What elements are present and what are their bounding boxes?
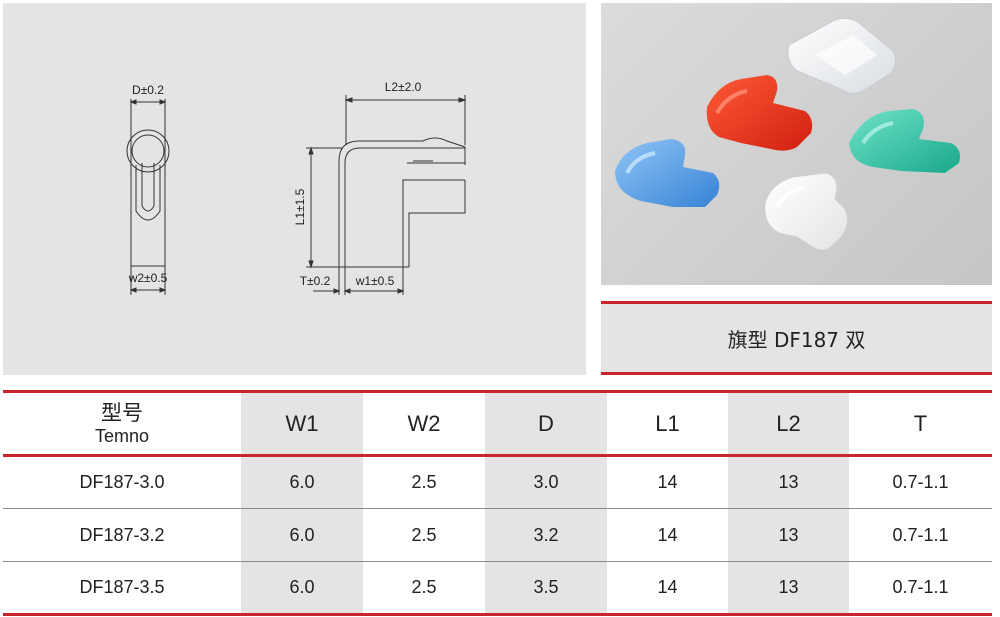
- cell-l2: 13: [728, 561, 849, 616]
- cell-w2: 2.5: [363, 455, 485, 509]
- cell-l2: 13: [728, 455, 849, 509]
- table-row: DF187-3.0 6.0 2.5 3.0 14 13 0.7-1.1: [3, 455, 992, 509]
- technical-drawing: D±0.2 w2±0.5: [3, 3, 586, 375]
- cell-w1: 6.0: [241, 455, 363, 509]
- header-w1: W1: [241, 391, 363, 457]
- header-l1: L1: [607, 391, 728, 457]
- cell-d: 3.0: [485, 455, 607, 509]
- dim-w2-label: w2±0.5: [128, 271, 168, 285]
- white-cover: [764, 172, 849, 251]
- dim-l1-label: L1±1.5: [293, 188, 307, 225]
- header-model: 型号 Temno: [3, 391, 241, 457]
- header-t: T: [849, 391, 992, 457]
- front-view: [126, 99, 170, 295]
- clear-cover: [787, 17, 897, 95]
- photo-svg: [615, 17, 960, 251]
- dim-t-label: T±0.2: [300, 274, 331, 288]
- header-w2: W2: [363, 391, 485, 457]
- cell-t: 0.7-1.1: [849, 561, 992, 616]
- product-photo: [601, 3, 992, 285]
- header-l2: L2: [728, 391, 849, 457]
- red-cover: [706, 75, 813, 151]
- header-model-en: Temno: [94, 425, 150, 446]
- cell-model: DF187-3.5: [3, 561, 241, 616]
- cell-l1: 14: [607, 508, 728, 562]
- cell-model: DF187-3.2: [3, 508, 241, 562]
- cell-l2: 13: [728, 508, 849, 562]
- cell-d: 3.2: [485, 508, 607, 562]
- table-header-row: 型号 Temno W1 W2 D L1 L2 T: [3, 391, 992, 457]
- caption-text: 旗型 DF187 双: [727, 327, 866, 352]
- product-caption: 旗型 DF187 双: [601, 301, 992, 375]
- cell-w1: 6.0: [241, 508, 363, 562]
- cell-l1: 14: [607, 561, 728, 616]
- teal-cover: [849, 109, 960, 173]
- table-row: DF187-3.5 6.0 2.5 3.5 14 13 0.7-1.1: [3, 561, 992, 616]
- cell-w2: 2.5: [363, 508, 485, 562]
- cell-d: 3.5: [485, 561, 607, 616]
- dim-d-label: D±0.2: [132, 83, 164, 97]
- dim-l2-label: L2±2.0: [385, 80, 422, 94]
- cell-w1: 6.0: [241, 561, 363, 616]
- header-d: D: [485, 391, 607, 457]
- header-model-cn: 型号: [101, 400, 143, 425]
- blue-cover: [615, 139, 720, 207]
- cell-model: DF187-3.0: [3, 455, 241, 509]
- cell-w2: 2.5: [363, 561, 485, 616]
- drawing-svg: D±0.2 w2±0.5: [126, 80, 467, 295]
- cell-t: 0.7-1.1: [849, 508, 992, 562]
- cell-t: 0.7-1.1: [849, 455, 992, 509]
- cell-l1: 14: [607, 455, 728, 509]
- side-view: [306, 95, 467, 295]
- spec-table: 型号 Temno W1 W2 D L1 L2 T DF187-3.0 6.0 2…: [3, 390, 992, 616]
- table-row: DF187-3.2 6.0 2.5 3.2 14 13 0.7-1.1: [3, 508, 992, 562]
- dim-w1-label: w1±0.5: [355, 274, 395, 288]
